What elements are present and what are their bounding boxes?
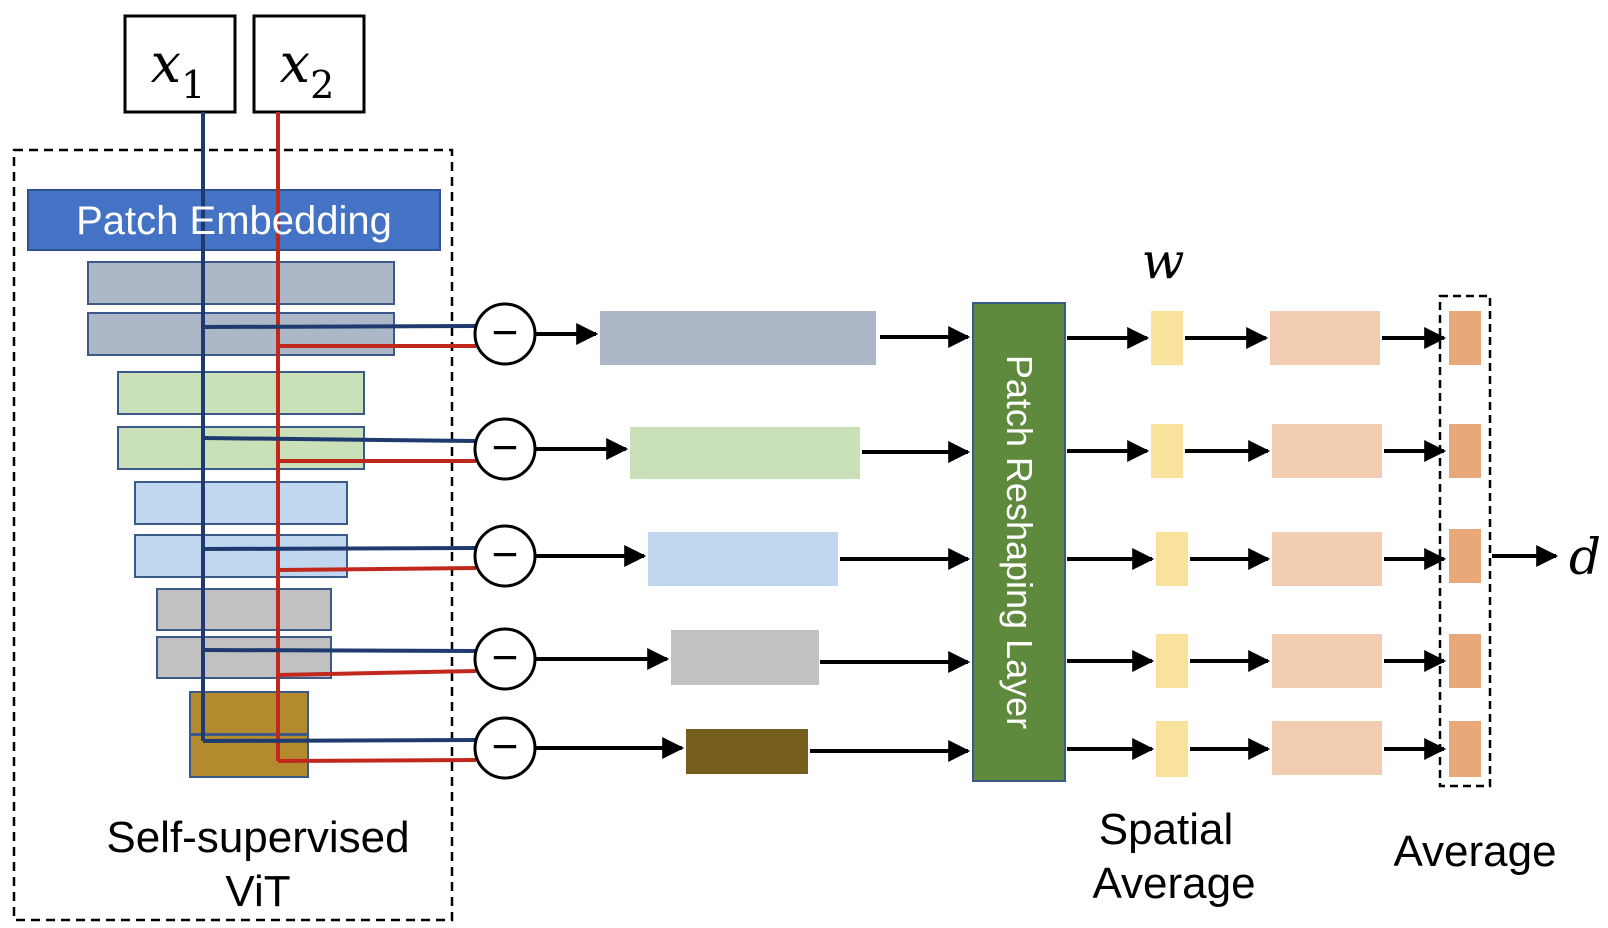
input-x2: x2 bbox=[252, 14, 366, 114]
weight-block-2 bbox=[1151, 424, 1183, 478]
difference-circle-2 bbox=[473, 417, 537, 481]
vit-layer-2-a bbox=[117, 371, 365, 415]
spatial-average-block-3 bbox=[1272, 532, 1382, 586]
tap-x1-row-4 bbox=[202, 648, 477, 653]
vit-layer-3-a bbox=[134, 481, 348, 525]
patch-reshaping-layer-label: Patch Reshaping Layer bbox=[999, 355, 1040, 729]
difference-feature-5 bbox=[686, 729, 808, 774]
tap-x1-row-2 bbox=[202, 436, 477, 443]
input-x1-symbol: x bbox=[151, 32, 181, 95]
final-average-block-5 bbox=[1449, 721, 1481, 777]
spatial-average-caption-line1: Spatial bbox=[1099, 805, 1234, 854]
difference-feature-4 bbox=[671, 630, 819, 685]
tap-x1-row-5 bbox=[202, 738, 477, 743]
difference-feature-1 bbox=[600, 311, 876, 365]
spatial-average-block-5 bbox=[1272, 721, 1382, 775]
vit-layer-1-a bbox=[87, 261, 395, 305]
patch-embedding-bar bbox=[27, 189, 441, 251]
difference-circle-4 bbox=[473, 627, 537, 691]
weight-label: w bbox=[1142, 232, 1185, 290]
svg-text:x2: x2 bbox=[280, 32, 335, 107]
difference-circle-3 bbox=[473, 524, 537, 588]
tap-x1-row-1 bbox=[202, 324, 477, 329]
svg-text:x1: x1 bbox=[151, 32, 206, 107]
weight-block-1 bbox=[1151, 311, 1183, 365]
tap-x2-row-4 bbox=[277, 669, 477, 677]
spatial-average-block-4 bbox=[1272, 634, 1382, 688]
input-x1: x1 bbox=[123, 14, 237, 114]
weight-block-5 bbox=[1156, 721, 1188, 777]
final-average-box bbox=[1438, 294, 1492, 788]
vit-layer-5-a bbox=[189, 691, 309, 735]
spatial-average-block-1 bbox=[1270, 311, 1380, 365]
vit-layer-4-a bbox=[156, 588, 332, 631]
tap-x2-row-5 bbox=[277, 758, 477, 763]
difference-symbol-3: − bbox=[492, 528, 519, 580]
feature-rows: − − − − − bbox=[473, 302, 1481, 780]
difference-symbol-1: − bbox=[492, 306, 519, 358]
vit-caption-line2: ViT bbox=[225, 867, 290, 916]
final-average-block-3 bbox=[1449, 529, 1481, 583]
difference-feature-3 bbox=[648, 532, 838, 586]
input-lines bbox=[201, 112, 477, 763]
difference-symbol-4: − bbox=[492, 631, 519, 683]
final-average-block-2 bbox=[1449, 424, 1481, 478]
weight-block-3 bbox=[1156, 532, 1188, 586]
input-x2-symbol: x bbox=[280, 32, 310, 95]
input-x1-subscript: 1 bbox=[181, 63, 205, 107]
average-caption: Average bbox=[1393, 827, 1556, 876]
weight-block-4 bbox=[1156, 634, 1188, 688]
vit-container bbox=[12, 148, 454, 922]
difference-symbol-5: − bbox=[492, 720, 519, 772]
patch-embedding-label: Patch Embedding bbox=[76, 199, 392, 243]
tap-x1-row-3 bbox=[202, 546, 477, 551]
vit-layer-stacks bbox=[87, 261, 395, 778]
output-label: d bbox=[1569, 528, 1601, 586]
vit-layer-1-b bbox=[87, 312, 395, 356]
vit-layer-4-b bbox=[156, 636, 332, 679]
final-average-block-1 bbox=[1449, 311, 1481, 365]
patch-reshaping-layer bbox=[972, 302, 1066, 782]
tap-x2-row-3 bbox=[277, 566, 477, 572]
difference-feature-2 bbox=[630, 427, 860, 479]
difference-symbol-2: − bbox=[492, 421, 519, 473]
input-x2-subscript: 2 bbox=[310, 63, 334, 107]
difference-circle-5 bbox=[473, 716, 537, 780]
difference-circle-1 bbox=[473, 302, 537, 366]
spatial-average-block-2 bbox=[1272, 424, 1382, 478]
vit-caption-line1: Self-supervised bbox=[106, 813, 409, 862]
final-average-block-4 bbox=[1449, 634, 1481, 688]
spatial-average-caption-line2: Average bbox=[1092, 859, 1255, 908]
